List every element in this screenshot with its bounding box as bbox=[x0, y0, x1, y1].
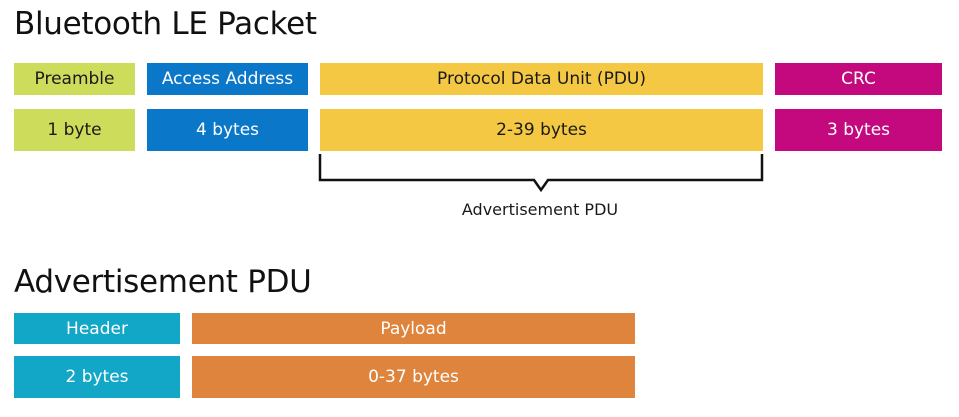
access-address-name-block: Access Address bbox=[147, 63, 308, 95]
crc-size-block: 3 bytes bbox=[775, 109, 942, 151]
payload-size-block: 0-37 bytes bbox=[192, 356, 635, 398]
pdu-size-block: 2-39 bytes bbox=[320, 109, 763, 151]
packet-title: Bluetooth LE Packet bbox=[14, 6, 317, 42]
pdu-name-block: Protocol Data Unit (PDU) bbox=[320, 63, 763, 95]
access-address-size-block: 4 bytes bbox=[147, 109, 308, 151]
preamble-name-block: Preamble bbox=[14, 63, 135, 95]
bracket-label: Advertisement PDU bbox=[461, 200, 619, 219]
crc-name-block: CRC bbox=[775, 63, 942, 95]
payload-name-block: Payload bbox=[192, 313, 635, 344]
header-name-block: Header bbox=[14, 313, 180, 344]
header-size-block: 2 bytes bbox=[14, 356, 180, 398]
adv-pdu-title: Advertisement PDU bbox=[14, 264, 312, 300]
preamble-size-block: 1 byte bbox=[14, 109, 135, 151]
pdu-bracket bbox=[318, 154, 764, 192]
